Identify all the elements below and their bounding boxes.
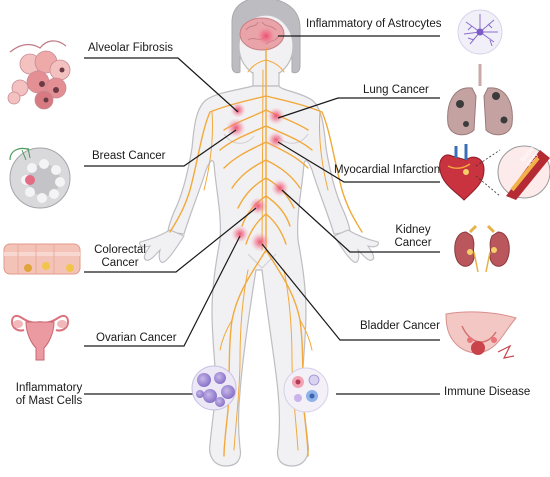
label-myocardial-infarction: Myocardial Infarction bbox=[334, 164, 441, 176]
bladder-icon bbox=[445, 311, 517, 359]
leader-breast bbox=[84, 129, 237, 167]
lungs-icon bbox=[447, 64, 513, 136]
label-breast-cancer: Breast Cancer bbox=[92, 150, 166, 162]
label-bladder-cancer: Bladder Cancer bbox=[360, 320, 440, 332]
leader-kidney bbox=[281, 189, 440, 253]
label-alveolar-fibrosis: Alveolar Fibrosis bbox=[88, 42, 173, 54]
leader-myocardial bbox=[277, 141, 440, 183]
breast-tissue-icon bbox=[9, 147, 71, 209]
leader-lines bbox=[84, 35, 440, 395]
mast-cells-icon bbox=[191, 365, 237, 411]
astrocyte-cell-icon bbox=[457, 9, 503, 55]
leader-ovarian bbox=[84, 235, 241, 347]
label-immune-disease: Immune Disease bbox=[444, 386, 531, 398]
leader-bladder bbox=[261, 243, 440, 341]
leader-alveolar bbox=[84, 57, 239, 113]
immune-cells-icon bbox=[283, 367, 329, 413]
kidneys-icon bbox=[454, 224, 510, 273]
alveoli-icon bbox=[7, 40, 71, 110]
heart-icon bbox=[439, 144, 485, 201]
label-ovarian-cancer: Ovarian Cancer bbox=[96, 332, 177, 344]
blocked-artery-icon bbox=[475, 145, 550, 200]
label-lung-cancer: Lung Cancer bbox=[363, 84, 429, 96]
leader-colorectal bbox=[84, 207, 257, 273]
leader-lung bbox=[277, 97, 440, 119]
label-inflammatory-astrocytes: Inflammatory of Astrocytes bbox=[306, 18, 442, 30]
colon-tissue-icon bbox=[3, 243, 81, 275]
uterus-icon bbox=[10, 314, 70, 361]
